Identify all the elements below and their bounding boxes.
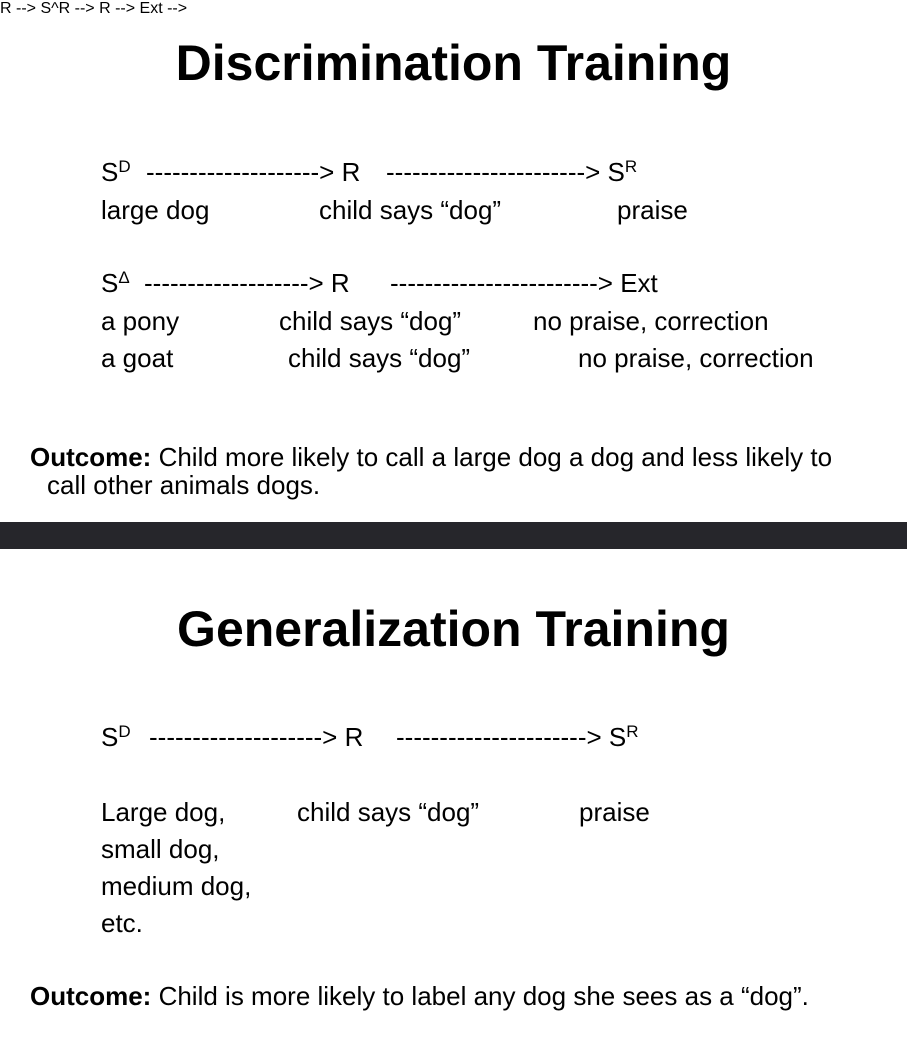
consequence-label: no praise, correction [578,343,814,373]
stimulus-label: a goat [101,343,174,373]
outcome-text: Child more likely to call a large dog a … [151,442,833,472]
response-label: child says “dog” [297,797,480,827]
sd-symbol: SD [101,722,131,752]
discrimination-title: Discrimination Training [175,35,732,91]
response-label: child says “dog” [319,195,502,225]
outcome-label: Outcome: [30,442,152,472]
discrimination-slide: Discrimination Training R --> S^R --> SD… [0,0,902,499]
arrow-to-response: --------------------> R [149,722,364,752]
response-label: child says “dog” [288,343,471,373]
outcome-text-continued: call other animals dogs. [47,470,321,500]
outcome-statement: Outcome: Child more likely to call a lar… [30,443,902,499]
stimulus-label: etc. [101,908,143,938]
stimulus-label: medium dog, [101,871,252,901]
stimulus-label: large dog [101,195,210,225]
stimulus-label: small dog, [101,834,220,864]
s-delta-symbol: SΔ [101,268,130,298]
sd-symbol: SD [101,157,131,187]
arrow-to-reinforcer: -----------------------> SR [386,157,638,187]
consequence-label: praise [617,195,688,225]
outcome-statement: Outcome: Child is more likely to label a… [30,982,902,1010]
stimulus-label: a pony [101,306,180,336]
consequence-label: no praise, correction [533,306,769,336]
outcome-text: Child is more likely to label any dog sh… [151,981,809,1011]
response-label: child says “dog” [279,306,462,336]
consequence-label: praise [579,797,650,827]
stimulus-label: Large dog, [101,797,226,827]
arrow-to-extinction: ------------------------> Ext [390,268,658,298]
arrow-to-response: --------------------> R [146,157,361,187]
generalization-slide: Generalization Training SD -------------… [0,549,907,1042]
arrow-to-response: -------------------> R [144,268,350,298]
arrow-to-reinforcer: ----------------------> SR [396,722,639,752]
generalization-title: Generalization Training [177,601,730,657]
slide-divider [0,522,907,549]
outcome-label: Outcome: [30,981,152,1011]
